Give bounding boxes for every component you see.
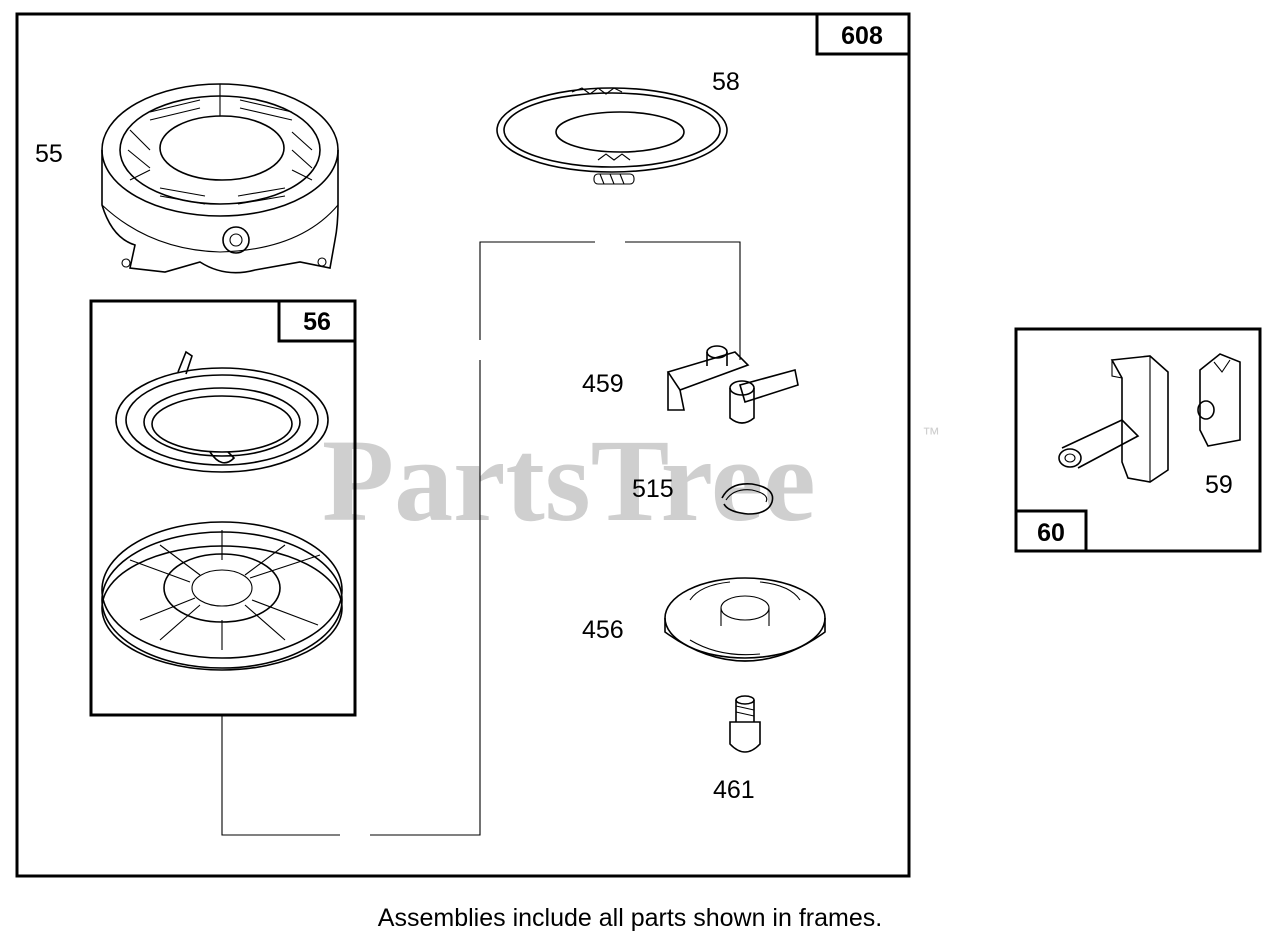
part-recoil-spring[interactable] [115,350,329,473]
part-461-screw[interactable] [729,695,761,753]
frame-56-border [89,299,357,717]
callout-515[interactable]: 515 [632,475,674,503]
part-starter-handle[interactable] [1058,355,1169,483]
watermark: PartsTree ™ [322,415,940,546]
callout-58[interactable]: 58 [712,68,740,96]
frame-60-tab [1014,509,1088,553]
part-59-rope-insert[interactable] [1197,353,1241,447]
part-recoil-pulley[interactable] [101,521,343,671]
frame-608-border [15,12,911,878]
frame-608-label[interactable]: 608 [841,22,883,50]
frame-60: 60 [1014,327,1262,553]
frame-56-tab [277,299,357,343]
frame-56-label[interactable]: 56 [303,308,331,336]
part-456-retainer[interactable] [664,577,826,662]
part-459-pawl[interactable] [666,345,799,424]
part-515-ring[interactable] [721,482,774,515]
callout-55[interactable]: 55 [35,140,63,168]
frame-608-tab [815,12,911,56]
callout-456[interactable]: 456 [582,616,624,644]
frame-60-label[interactable]: 60 [1037,519,1065,547]
callout-459[interactable]: 459 [582,370,624,398]
frame-56: 56 [89,299,357,717]
callout-59[interactable]: 59 [1205,471,1233,499]
watermark-text: PartsTree [322,415,816,546]
part-58-rope[interactable] [496,87,728,185]
diagram-caption: Assemblies include all parts shown in fr… [378,904,882,932]
frame-608: 608 [15,12,911,878]
watermark-trademark: ™ [922,424,940,444]
part-55-housing[interactable] [101,83,339,274]
callout-461[interactable]: 461 [713,776,755,804]
connector-lines [221,241,741,836]
frame-60-border [1014,327,1262,553]
